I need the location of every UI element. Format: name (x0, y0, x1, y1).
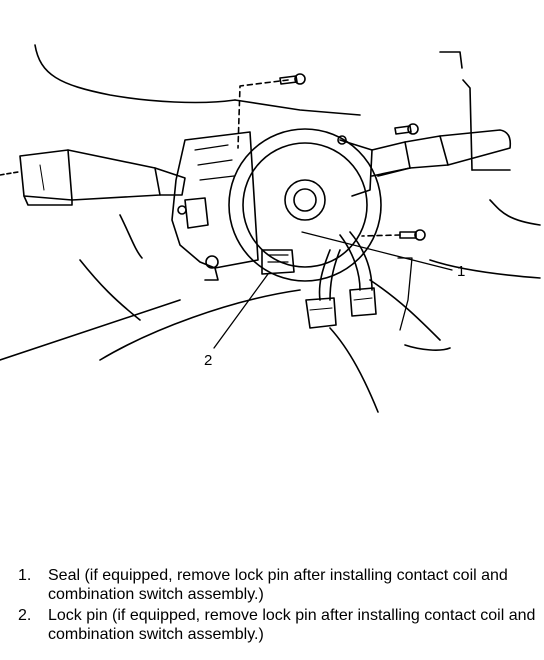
legend-number: 2. (18, 607, 32, 624)
leader-lines (213, 231, 453, 349)
screw-right-upper (394, 123, 419, 135)
turn-signal-lever (19, 149, 186, 206)
screw-top (237, 73, 306, 149)
callout-1: 1 (457, 263, 466, 280)
contact-coil-illustration (0, 44, 541, 413)
legend-text: Lock pin (if equipped, remove lock pin a… (48, 607, 536, 643)
wiper-lever (371, 129, 512, 177)
legend-text: Seal (if equipped, remove lock pin after… (48, 567, 508, 603)
callout-2: 2 (204, 352, 213, 369)
wiring-harness (305, 231, 379, 413)
legend-item: 2. Lock pin (if equipped, remove lock pi… (18, 606, 538, 644)
legend-item: 1. Seal (if equipped, remove lock pin af… (18, 566, 538, 604)
legend-number: 1. (18, 567, 32, 584)
contact-coil (228, 128, 382, 282)
screw-right-lower (361, 229, 426, 241)
legend-list: 1. Seal (if equipped, remove lock pin af… (18, 566, 538, 646)
combination-switch-body (171, 131, 259, 281)
dashboard-outline (0, 44, 541, 361)
